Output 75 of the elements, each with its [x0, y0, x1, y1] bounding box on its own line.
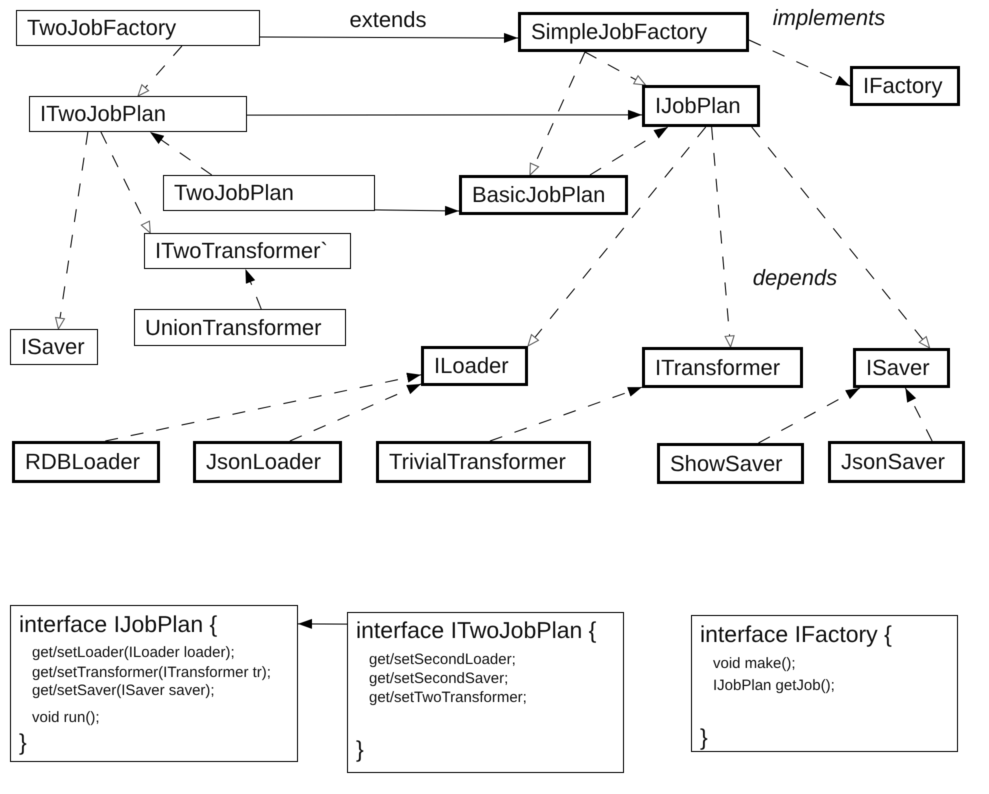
method-signature: get/setLoader(ILoader loader);: [32, 644, 235, 660]
closing-brace: }: [700, 724, 708, 750]
method-signature: void make();: [713, 654, 796, 672]
method-signature: get/setSecondLoader;: [369, 650, 516, 668]
dashed-arrow: [138, 46, 182, 96]
method-signature: void run();: [32, 708, 100, 726]
dashed-arrow: [584, 52, 646, 86]
edge-label: extends: [349, 7, 427, 33]
class-name: JsonSaver: [841, 449, 945, 475]
method-signature: get/setSecondSaver;: [369, 670, 508, 686]
dashed-arrow: [528, 126, 706, 346]
class-name: ITwoJobPlan: [40, 101, 166, 127]
dashed-arrow: [529, 52, 586, 176]
class-name: ITwoTransformer`: [155, 238, 328, 264]
dashed-arrow: [150, 132, 212, 176]
class-box: [16, 10, 260, 46]
class-name: ILoader: [434, 353, 509, 379]
interface-declaration: interface ITwoJobPlan {: [356, 616, 596, 642]
dashed-arrow: [100, 132, 151, 234]
method-signature: get/setTwoTransformer;: [369, 688, 527, 706]
class-name: ISaver: [21, 334, 85, 360]
class-name: UnionTransformer: [145, 314, 322, 340]
edge-label: implements: [772, 5, 886, 31]
class-box: [828, 441, 965, 483]
class-name: JsonLoader: [206, 449, 321, 475]
arrow: [260, 32, 518, 43]
arrow: [246, 110, 642, 120]
code-box: [691, 615, 958, 752]
dashed-arrow: [758, 388, 860, 444]
class-box: [376, 441, 591, 483]
class-box: [642, 347, 803, 388]
class-name: ShowSaver: [670, 450, 783, 476]
interface-declaration: interface IFactory {: [700, 620, 892, 646]
closing-brace: }: [356, 736, 364, 762]
class-box: [657, 443, 804, 484]
code-box: [347, 612, 624, 773]
class-box: [421, 346, 528, 386]
class-box: [144, 233, 351, 269]
class-name: SimpleJobFactory: [531, 19, 708, 45]
class-name: IFactory: [863, 73, 942, 99]
class-box: [193, 441, 342, 483]
class-box: [163, 175, 375, 211]
class-name: TrivialTransformer: [389, 449, 566, 475]
class-box: [642, 85, 760, 127]
interface-declaration: interface IJobPlan {: [19, 610, 218, 636]
class-box: [459, 175, 628, 215]
class-box: [850, 66, 960, 106]
class-name: RDBLoader: [25, 449, 140, 475]
class-box: [10, 329, 98, 365]
method-signature: get/setTransformer(ITransformer tr);: [32, 664, 271, 680]
class-name: ITransformer: [655, 354, 780, 380]
method-signature: IJobPlan getJob();: [713, 676, 835, 694]
relation-label: depends: [752, 265, 838, 291]
arrow: [298, 618, 348, 629]
class-box: [518, 12, 749, 52]
dashed-arrow: [289, 384, 422, 442]
dashed-arrow: [904, 388, 933, 442]
arrow: [374, 206, 460, 216]
dashed-arrow: [244, 268, 262, 310]
dashed-arrow: [489, 386, 642, 442]
class-name: TwoJobFactory: [27, 15, 176, 41]
class-name: TwoJobPlan: [174, 180, 294, 206]
class-box: [134, 309, 346, 346]
class-box: [853, 348, 950, 388]
class-name: BasicJobPlan: [472, 182, 606, 208]
closing-brace: }: [19, 728, 27, 754]
dashed-arrow: [589, 126, 668, 176]
method-signature: get/setSaver(ISaver saver);: [32, 682, 215, 698]
dashed-arrow: [751, 126, 930, 348]
dashed-arrow: [748, 40, 850, 86]
class-box: [12, 441, 160, 483]
class-box: [29, 96, 247, 132]
class-name: IJobPlan: [655, 93, 741, 119]
class-name: ISaver: [866, 355, 930, 381]
code-box: [10, 605, 298, 762]
